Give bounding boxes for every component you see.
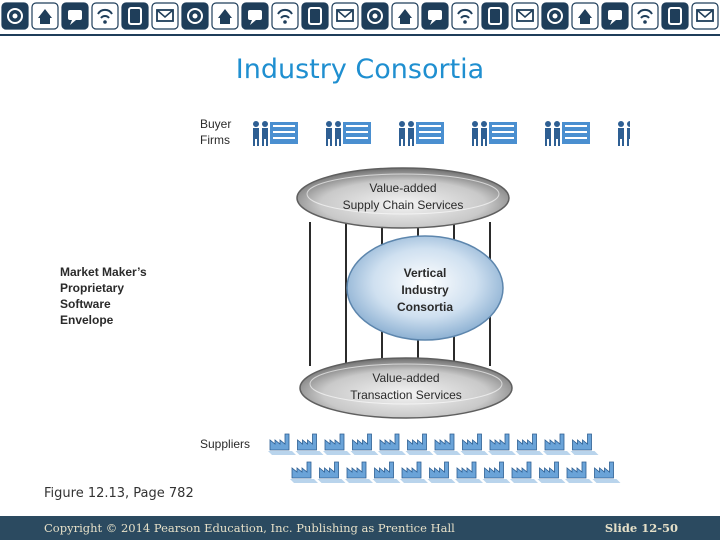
supplier-icon (378, 433, 406, 455)
copyright-text: Copyright © 2014 Pearson Education, Inc.… (44, 521, 455, 535)
globe-icon (121, 2, 149, 30)
buyer-firm-icon (545, 121, 590, 146)
buyer-firm-icon (399, 121, 444, 146)
supplier-icon (317, 461, 346, 483)
speaker-icon (421, 2, 449, 30)
icon-banner (0, 0, 720, 36)
vertical-industry-consortia-oval: Vertical Industry Consortia (346, 235, 504, 341)
consortia-line-2: Industry (401, 283, 449, 297)
supplier-icon (482, 461, 511, 483)
cart-icon (301, 2, 329, 30)
consortia-line-1: Vertical (404, 266, 447, 280)
buyer-firm-icon (618, 121, 630, 146)
supplier-icon (433, 433, 461, 455)
supplier-icon (400, 461, 428, 483)
supplier-icon (510, 461, 538, 483)
buyer-firms-row (253, 121, 630, 146)
buyer-firms-label: Buyer Firms (200, 117, 232, 147)
thumbs-up-icon (91, 2, 119, 30)
supplier-icon (488, 433, 516, 455)
chat-icon (31, 2, 59, 30)
slide-number: Slide 12-50 (604, 521, 678, 535)
supply-chain-line-2: Supply Chain Services (343, 198, 464, 212)
buyer-firm-icon (253, 121, 298, 146)
globe-icon (481, 2, 509, 30)
speaker-icon (61, 2, 89, 30)
plug-icon (571, 2, 599, 30)
supplier-icon (570, 433, 599, 455)
buyer-firm-icon (326, 121, 371, 146)
transaction-line-2: Transaction Services (350, 388, 462, 402)
transaction-services-oval: Value-added Transaction Services (299, 357, 513, 419)
thumbs-up-icon (451, 2, 479, 30)
supplier-icon (543, 433, 571, 455)
slide-title: Industry Consortia (235, 54, 485, 85)
home-icon (151, 2, 179, 30)
footer-bar: Copyright © 2014 Pearson Education, Inc.… (0, 516, 720, 540)
music-icon (541, 2, 569, 30)
plug-icon (211, 2, 239, 30)
at-icon (361, 2, 389, 30)
market-maker-label: Market Maker’s Proprietary Software Enve… (60, 265, 147, 327)
supplier-icon (592, 461, 621, 483)
suppliers-label: Suppliers (200, 437, 251, 451)
mail-icon (331, 2, 359, 30)
supplier-icon (405, 433, 434, 455)
phone-icon (271, 2, 299, 30)
supply-chain-line-1: Value-added (369, 181, 436, 195)
supplier-icon (515, 433, 544, 455)
home-icon (511, 2, 539, 30)
phone-icon (631, 2, 659, 30)
supplier-icon (460, 433, 489, 455)
at-icon (1, 2, 29, 30)
banner-icons (0, 0, 720, 34)
supplier-icon (345, 461, 373, 483)
music-icon (181, 2, 209, 30)
figure-caption: Figure 12.13, Page 782 (44, 486, 194, 501)
supplier-icon (290, 461, 318, 483)
mail-icon (691, 2, 719, 30)
industry-consortia-figure: Buyer Firms Market Maker’s Proprietary S… (56, 110, 630, 490)
buyer-firm-icon (472, 121, 517, 146)
supplier-icon (268, 433, 296, 455)
supplier-icon (295, 433, 324, 455)
chat-icon (391, 2, 419, 30)
wifi-icon (601, 2, 629, 30)
wifi-icon (241, 2, 269, 30)
supplier-icon (455, 461, 483, 483)
consortia-diagram: Value-added Supply Chain Services Vertic… (253, 121, 630, 483)
supplier-icon (537, 461, 566, 483)
suppliers-grid (268, 433, 621, 483)
supplier-icon (323, 433, 351, 455)
supplier-icon (565, 461, 593, 483)
supplier-icon (427, 461, 456, 483)
consortia-line-3: Consortia (397, 300, 453, 314)
cart-icon (661, 2, 689, 30)
supplier-icon (372, 461, 401, 483)
transaction-line-1: Value-added (372, 371, 439, 385)
supply-chain-services-oval: Value-added Supply Chain Services (296, 167, 510, 229)
supplier-icon (350, 433, 379, 455)
